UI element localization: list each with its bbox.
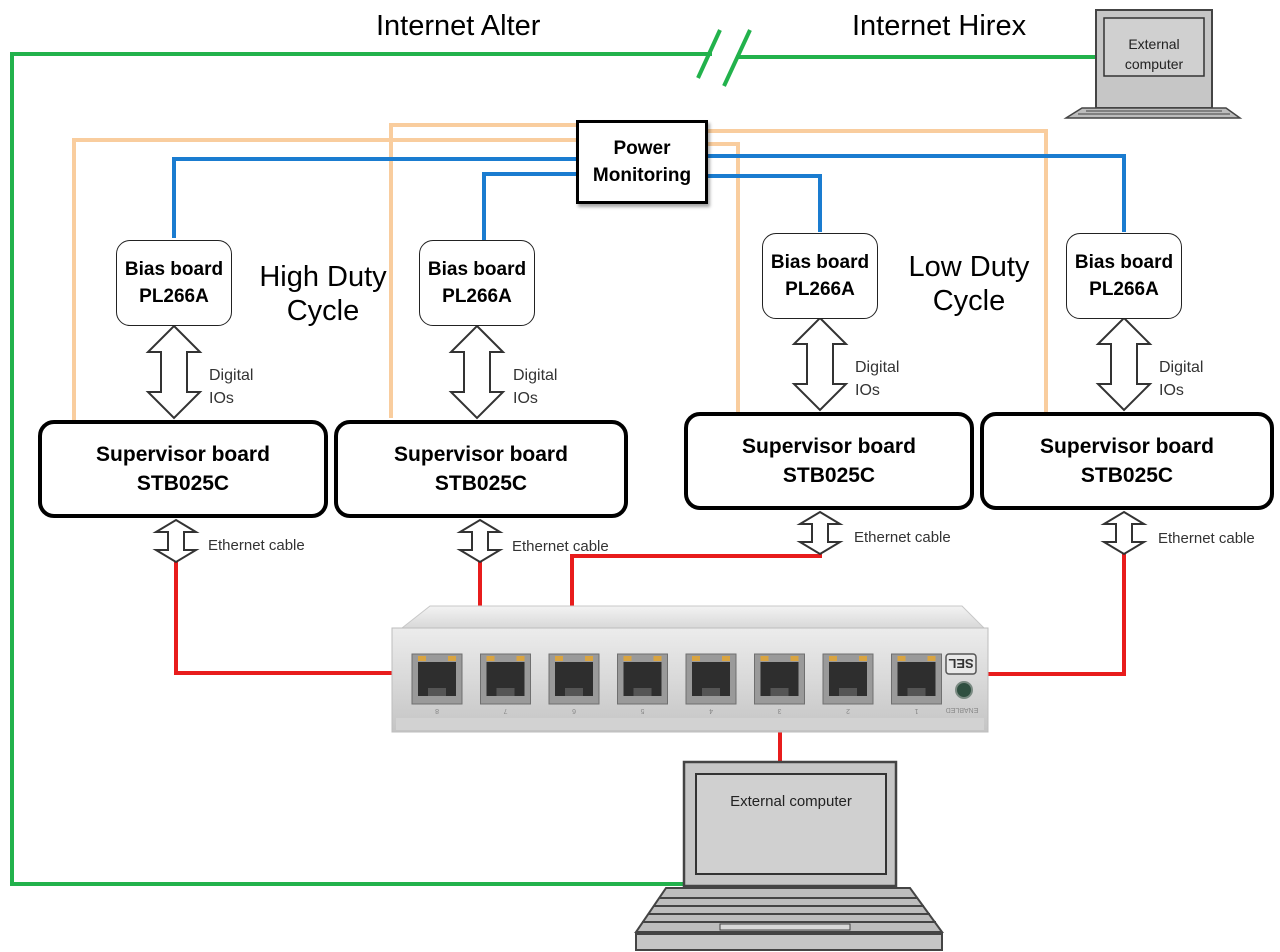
supervisor-board-name: Supervisor board: [96, 443, 270, 466]
supervisor-board-model: STB025C: [1080, 464, 1174, 487]
digital-ios-line2: IOs: [209, 390, 234, 407]
supervisor-board: Supervisor board STB025C: [980, 412, 1274, 510]
external-computer-bottom: [634, 760, 944, 951]
supervisor-board-model: STB025C: [136, 472, 230, 495]
internet-hirex-label: Internet Hirex: [852, 10, 1027, 42]
power-monitoring-line2: Monitoring: [592, 165, 692, 186]
digital-ios-label: Digital IOs: [209, 364, 253, 410]
external-computer-top-label: External computer: [1104, 34, 1204, 74]
digital-ios-line1: Digital: [513, 367, 558, 384]
low-duty-line2: Cycle: [932, 285, 1006, 317]
digital-ios-label: Digital IOs: [855, 356, 899, 402]
switch-ports: 8 7 6 5 4 3 2 1: [411, 653, 942, 714]
switch-port-number: 8: [435, 707, 439, 714]
switch-port: 8: [411, 653, 463, 714]
high-duty-line1: High Duty: [259, 261, 387, 293]
bias-board-name: Bias board: [427, 259, 527, 280]
bias-board-name: Bias board: [770, 252, 870, 273]
external-computer-top-line2: computer: [1124, 56, 1184, 72]
supervisor-board-name: Supervisor board: [394, 443, 568, 466]
ethernet-arrow: [152, 518, 200, 564]
high-duty-cycle-label: High Duty Cycle: [256, 260, 390, 328]
digital-ios-line1: Digital: [855, 359, 900, 376]
switch-port-number: 2: [846, 707, 850, 714]
external-computer-top: [1063, 9, 1243, 119]
bias-board-name: Bias board: [1074, 252, 1174, 273]
switch-brand-badge: [945, 653, 977, 675]
digital-ios-line2: IOs: [855, 382, 880, 399]
bias-lines: [172, 154, 1126, 240]
ethernet-switch: [391, 605, 989, 733]
external-computer-top-line1: External: [1128, 36, 1180, 52]
ethernet-arrow: [796, 510, 844, 556]
supervisor-board: Supervisor board STB025C: [334, 420, 628, 518]
power-monitoring-line1: Power: [613, 138, 671, 159]
switch-port: 6: [548, 653, 600, 714]
digital-io-arrows: [145, 316, 1153, 420]
power-lines: [72, 123, 1048, 420]
link-break-mark: [696, 29, 722, 79]
external-computer-bottom-label: External computer: [730, 793, 852, 810]
switch-port: 3: [754, 653, 805, 714]
supervisor-board-name: Supervisor board: [742, 435, 916, 458]
digital-io-arrow: [448, 324, 506, 420]
low-duty-cycle-label: Low Duty Cycle: [902, 250, 1036, 318]
digital-ios-line1: Digital: [209, 367, 254, 384]
switch-brand: SEL: [948, 656, 973, 671]
digital-ios-line1: Digital: [1159, 359, 1204, 376]
supervisor-board-model: STB025C: [782, 464, 876, 487]
bias-board: Bias board PL266A: [762, 233, 878, 319]
bias-board-model: PL266A: [139, 286, 209, 307]
bias-board-model: PL266A: [442, 286, 512, 307]
digital-ios-line2: IOs: [1159, 382, 1184, 399]
switch-port: 2: [822, 653, 874, 714]
bias-board: Bias board PL266A: [116, 240, 232, 326]
digital-ios-label: Digital IOs: [513, 364, 557, 410]
digital-ios-label: Digital IOs: [1159, 356, 1203, 402]
switch-port: 7: [480, 653, 531, 714]
bias-board-model: PL266A: [1089, 279, 1159, 300]
switch-status-label: ENABLED: [946, 706, 979, 713]
ethernet-arrow: [1100, 510, 1148, 556]
supervisor-board: Supervisor board STB025C: [38, 420, 328, 518]
internet-alter-label: Internet Alter: [376, 10, 541, 42]
switch-port-number: 6: [572, 707, 576, 714]
supervisor-board-model: STB025C: [434, 472, 528, 495]
bias-board-model: PL266A: [785, 279, 855, 300]
high-duty-line2: Cycle: [286, 295, 360, 327]
ethernet-cable-label: Ethernet cable: [1158, 530, 1255, 547]
switch-port-number: 3: [777, 707, 781, 714]
switch-port-number: 4: [709, 707, 713, 714]
switch-port: 5: [617, 653, 668, 714]
supervisor-board: Supervisor board STB025C: [684, 412, 974, 510]
internet-alter-link: [10, 52, 712, 886]
switch-port-number: 1: [914, 707, 918, 714]
bias-board: Bias board PL266A: [1066, 233, 1182, 319]
switch-status-led: [955, 681, 973, 699]
supervisor-board-name: Supervisor board: [1040, 435, 1214, 458]
digital-io-arrow: [791, 316, 849, 412]
bias-board-name: Bias board: [124, 259, 224, 280]
bias-board: Bias board PL266A: [419, 240, 535, 326]
switch-port: 4: [685, 653, 737, 714]
ethernet-cable-label: Ethernet cable: [512, 538, 609, 555]
switch-port-number: 5: [640, 707, 644, 714]
ethernet-cable-label: Ethernet cable: [854, 529, 951, 546]
power-monitoring-box: Power Monitoring: [576, 120, 708, 204]
ethernet-arrows: [152, 510, 1148, 564]
low-duty-line1: Low Duty: [908, 251, 1030, 283]
link-break-mark: [722, 29, 752, 87]
ethernet-arrow: [456, 518, 504, 564]
ethernet-cable-label: Ethernet cable: [208, 537, 305, 554]
switch-port-number: 7: [503, 707, 507, 714]
digital-ios-line2: IOs: [513, 390, 538, 407]
digital-io-arrow: [1095, 316, 1153, 412]
digital-io-arrow: [145, 324, 203, 420]
switch-port: 1: [891, 653, 942, 714]
